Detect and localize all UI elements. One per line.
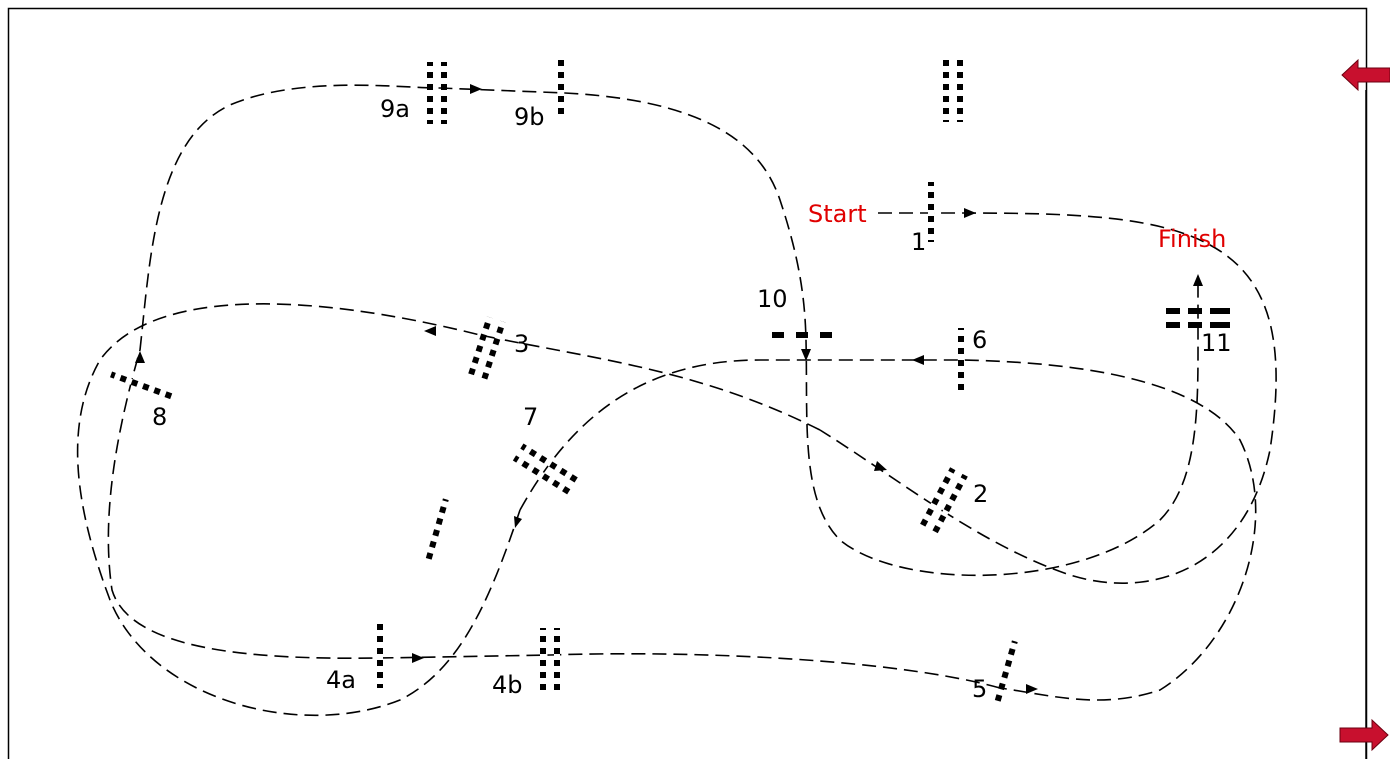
label-2: 2	[973, 480, 988, 508]
label-11: 11	[1201, 329, 1232, 357]
obstacle-7	[512, 443, 582, 497]
label-8: 8	[152, 403, 167, 431]
obstacle-3	[468, 316, 506, 380]
obstacle-4a	[377, 622, 383, 688]
exit-arrow-icon	[1339, 718, 1389, 752]
obstacle-6	[958, 328, 964, 394]
label-4a: 4a	[326, 666, 356, 694]
finish-label: Finish	[1158, 225, 1226, 253]
arena-border	[7, 7, 1368, 759]
label-9b: 9b	[514, 103, 545, 131]
obstacle-unlabeled-middle	[425, 498, 449, 562]
label-1: 1	[911, 228, 926, 256]
label-6: 6	[972, 326, 987, 354]
route-direction-arrows	[135, 84, 1203, 694]
obstacle-4b	[540, 628, 560, 690]
obstacle-11	[1166, 308, 1230, 328]
obstacle-unlabeled-top	[943, 60, 963, 122]
obstacle-9b	[558, 56, 564, 120]
obstacle-1	[928, 182, 934, 242]
label-10: 10	[757, 285, 788, 313]
obstacle-5	[994, 640, 1018, 704]
obstacle-9a	[427, 62, 447, 124]
ride-route	[76, 84, 1277, 717]
obstacle-2	[918, 467, 968, 537]
start-label: Start	[808, 200, 867, 228]
label-7: 7	[523, 403, 538, 431]
label-9a: 9a	[380, 95, 410, 123]
obstacle-10-stripes	[772, 332, 840, 338]
label-4b: 4b	[492, 671, 523, 699]
entry-arrow-icon	[1341, 58, 1390, 92]
obstacle-8	[110, 371, 176, 401]
label-5: 5	[972, 675, 987, 703]
label-3: 3	[514, 330, 529, 358]
